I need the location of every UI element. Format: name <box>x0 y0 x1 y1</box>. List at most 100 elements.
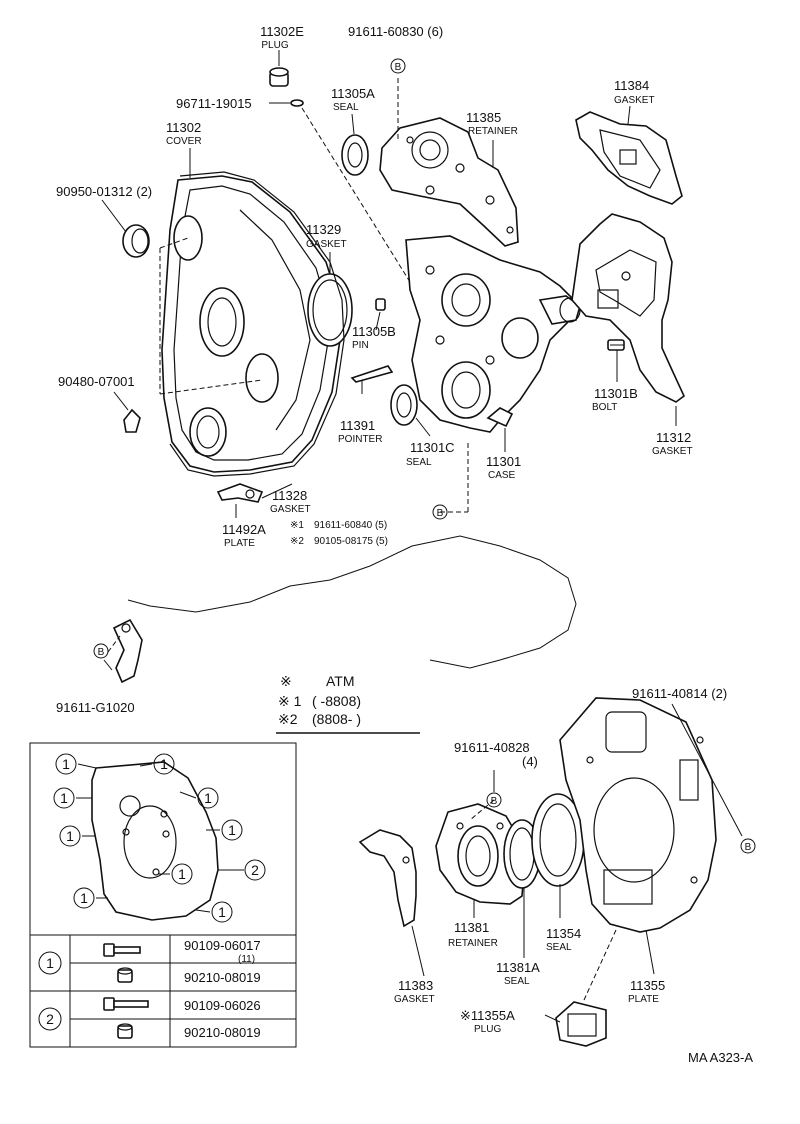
legend-text: (8808- ) <box>312 711 361 727</box>
part-number: 11301B <box>594 386 638 401</box>
part-number: 11354 <box>546 926 581 941</box>
dashed-guides <box>107 78 617 1001</box>
svg-text:B: B <box>437 508 444 519</box>
bolt-label-circle: 1 <box>221 819 243 841</box>
part-number: 11305A <box>331 86 375 101</box>
callout-96711-19015: 96711-19015 <box>176 96 252 111</box>
callout-11355a: ※11355A PLUG <box>460 1008 515 1035</box>
figure-code: MA A323-A <box>688 1050 753 1065</box>
bolt-icon <box>103 943 141 957</box>
ref-marker-b: B <box>432 504 448 520</box>
part-name: GASKET <box>306 239 347 250</box>
svg-text:1: 1 <box>228 822 236 838</box>
table-part-number: 90109-06017 <box>184 938 261 953</box>
callout-90480-07001: 90480-07001 <box>58 374 135 389</box>
retainer-11385-drawing <box>379 117 519 247</box>
ref-marker-b: B <box>486 792 502 808</box>
part-number: 11383 <box>398 978 433 993</box>
part-qty: (4) <box>522 754 538 769</box>
callout-11492a: 11492A PLATE <box>222 522 266 549</box>
svg-text:1: 1 <box>80 890 88 906</box>
pointer-11391-drawing <box>350 365 394 383</box>
part-number: 11381 <box>454 920 489 935</box>
svg-text:1: 1 <box>46 955 54 971</box>
svg-text:2: 2 <box>46 1011 54 1027</box>
group-label-circle: 1 <box>38 951 62 975</box>
plug-11302e-drawing <box>269 67 289 87</box>
bolt-label-circle: 2 <box>244 859 266 881</box>
svg-text:1: 1 <box>60 790 68 806</box>
gasket-11329-drawing <box>307 273 353 347</box>
table-part-number: 90210-08019 <box>184 1025 261 1040</box>
part-name: GASKET <box>614 95 655 106</box>
callout-11381a: 11381A SEAL <box>496 960 540 987</box>
svg-text:1: 1 <box>66 828 74 844</box>
part-number: 11312 <box>656 430 691 445</box>
callout-11383: 11383 GASKET <box>394 978 435 1005</box>
part-name: SEAL <box>406 457 432 468</box>
part-number: 90105-08175 (5) <box>314 536 388 547</box>
bolt-map-inset: 1 1 1 1 1 1 1 1 2 1 <box>29 742 297 936</box>
callout-11354: 11354 SEAL <box>546 926 581 953</box>
part-name: SEAL <box>504 976 530 987</box>
callout-90950-01312: 90950-01312 (2) <box>56 184 152 199</box>
part-number: 11384 <box>614 78 649 93</box>
note-mark: ※2 <box>290 536 304 547</box>
callout-11385: 11385 RETAINER <box>466 110 518 137</box>
part-name: RETAINER <box>468 126 518 137</box>
bolt-label-circle: 1 <box>59 825 81 847</box>
callout-91611-40828: 91611-40828 (4) <box>454 740 538 769</box>
part-name: PLUG <box>474 1024 501 1035</box>
bolt-label-circle: 1 <box>73 887 95 909</box>
callout-11302: 11302 COVER <box>166 120 202 147</box>
bolt-label-circle: 1 <box>171 863 193 885</box>
svg-text:1: 1 <box>204 790 212 806</box>
bolt-label-circle: 1 <box>153 753 175 775</box>
part-name: CASE <box>488 470 516 481</box>
part-number: ※11355A <box>460 1008 515 1023</box>
part-name: BOLT <box>592 402 617 413</box>
callout-91611-40814: 91611-40814 (2) <box>632 686 727 701</box>
part-number: 11381A <box>496 960 540 975</box>
bolt-label-circle: 1 <box>53 787 75 809</box>
bolt-table: 1 2 90109-06017 (11) 90210-08019 90109-0… <box>29 934 297 1048</box>
svg-text:1: 1 <box>160 756 168 772</box>
svg-text:B: B <box>745 842 752 853</box>
part-name: PLATE <box>628 994 659 1005</box>
callout-11305b: 11305B PIN <box>352 324 396 351</box>
part-name: PLATE <box>224 538 255 549</box>
part-name: GASKET <box>394 994 435 1005</box>
gasket-11384-drawing <box>575 111 683 205</box>
part-number: 11305B <box>352 324 396 339</box>
callout-11301c: 11301C SEAL <box>406 440 455 468</box>
bolt-label-circle: 1 <box>197 787 219 809</box>
callout-91611-g1020: 91611-G1020 <box>56 700 135 715</box>
svg-text:B: B <box>98 647 105 658</box>
part-number: 90950-01312 (2) <box>56 184 152 199</box>
legend-text: ( -8808) <box>312 693 361 709</box>
svg-text:B: B <box>395 62 402 73</box>
ref-marker-b: B <box>740 838 756 854</box>
bolt-label-circle: 1 <box>55 753 77 775</box>
plug-90950-drawing <box>122 224 150 258</box>
table-part-qty: (11) <box>238 954 255 965</box>
callout-11312: 11312 GASKET <box>652 430 693 457</box>
callout-91611-60830: 91611-60830 (6) <box>348 24 443 39</box>
ref-marker-b: B <box>390 58 406 74</box>
gasket-11328-drawing <box>169 171 345 477</box>
plate-11492a-drawing <box>216 483 264 503</box>
oring-96711-drawing <box>290 99 304 107</box>
leader-lines <box>101 50 743 1023</box>
plate-11355-drawing <box>559 697 717 933</box>
callout-11302e: 11302E PLUG <box>260 24 304 51</box>
table-part-number: 90109-06026 <box>184 998 261 1013</box>
part-name: SEAL <box>333 102 359 113</box>
grommet-90480-drawing <box>123 408 141 433</box>
svg-text:2: 2 <box>251 862 259 878</box>
part-number: 11355 <box>630 978 665 993</box>
part-name: COVER <box>166 136 202 147</box>
part-number: 11301C <box>410 440 455 455</box>
ref-marker-b: B <box>93 643 109 659</box>
bolt-icon <box>103 997 149 1011</box>
